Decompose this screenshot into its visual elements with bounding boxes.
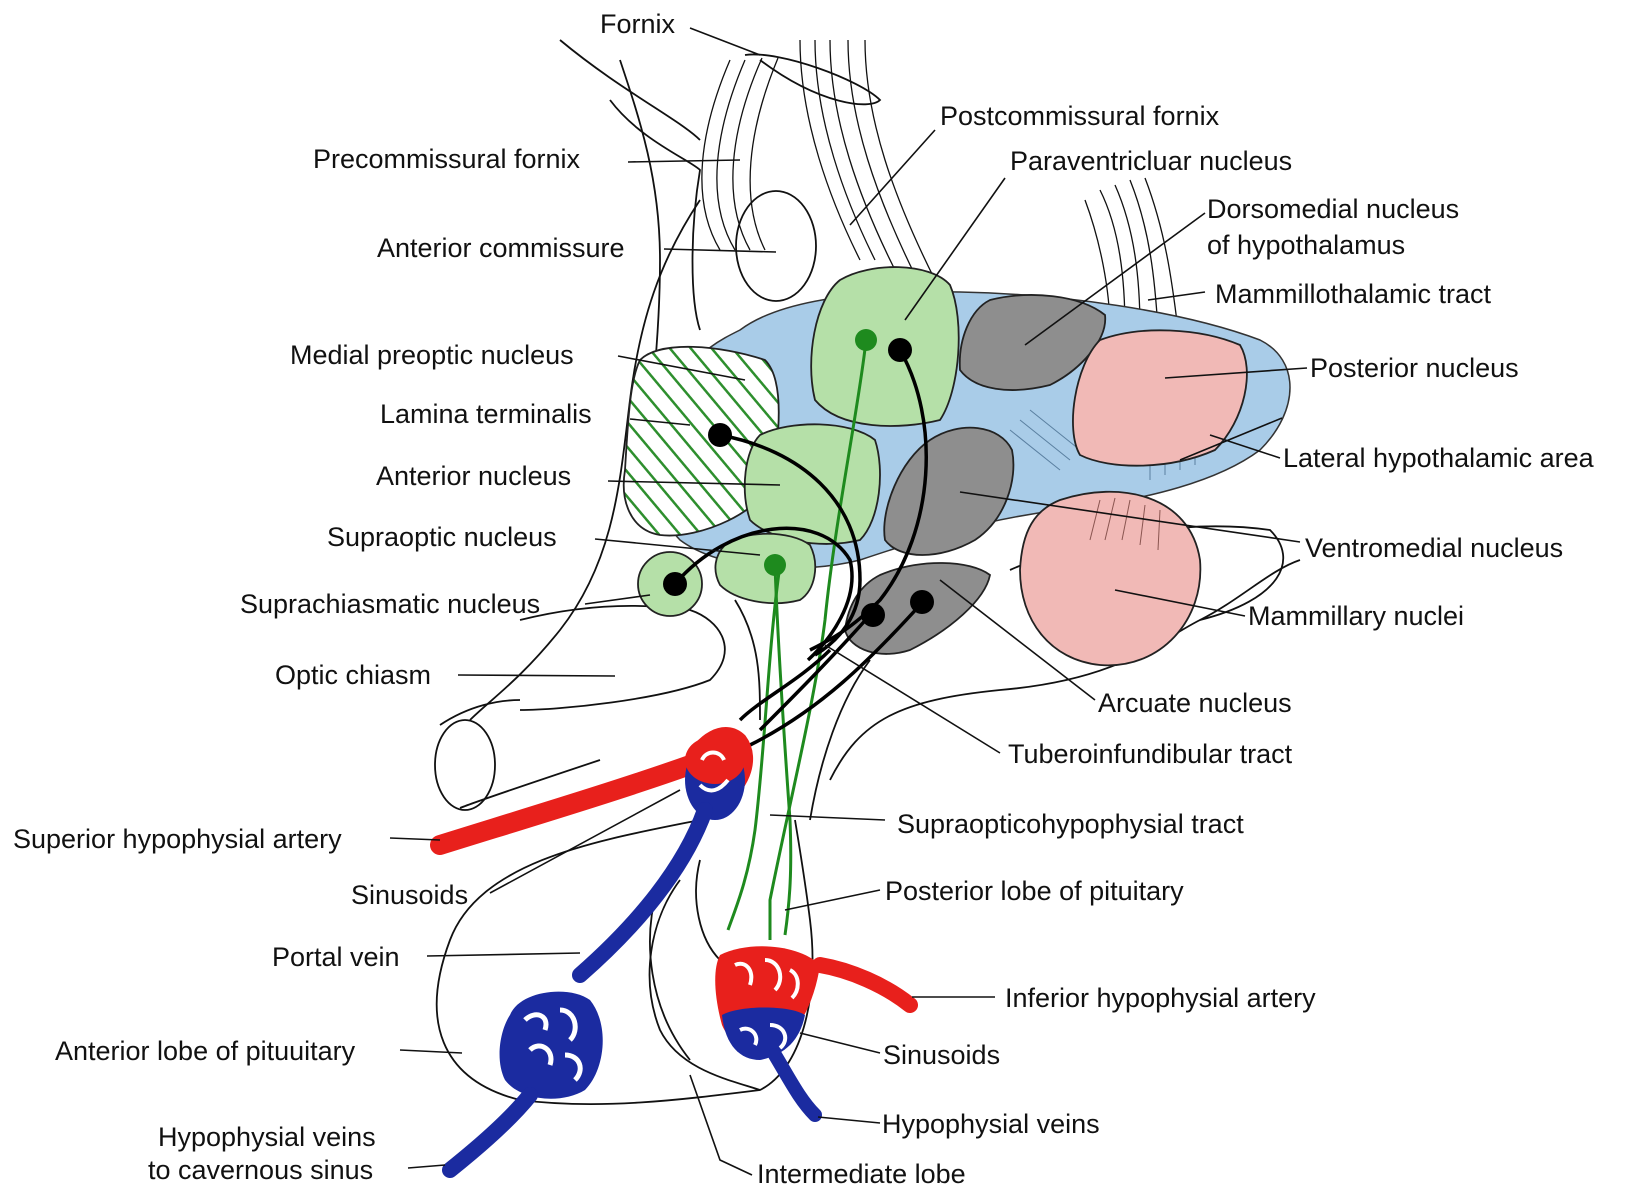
medial-preoptic-cell-body — [708, 423, 732, 447]
anterior-lobe-sinusoids — [500, 992, 603, 1099]
label-hypophysial-veins-right: Hypophysial veins — [882, 1109, 1100, 1139]
label-intermediate-lobe: Intermediate lobe — [757, 1159, 966, 1189]
paraventricular-cell-body — [855, 329, 877, 351]
label-arcuate-nucleus: Arcuate nucleus — [1098, 688, 1292, 718]
label-precommissural-fornix: Precommissural fornix — [313, 144, 581, 174]
label-superior-hypophysial-artery: Superior hypophysial artery — [13, 824, 342, 854]
label-lateral-hypothalamic-area: Lateral hypothalamic area — [1283, 443, 1595, 473]
label-inferior-hypophysial-artery: Inferior hypophysial artery — [1005, 983, 1316, 1013]
label-sinusoids-lower: Sinusoids — [883, 1040, 1000, 1070]
label-mammillothalamic-tract: Mammillothalamic tract — [1215, 279, 1492, 309]
label-supraoptic-nucleus: Supraoptic nucleus — [327, 522, 557, 552]
label-dorsomedial-nucleus-line2: of hypothalamus — [1207, 230, 1405, 260]
label-ventromedial-nucleus: Ventromedial nucleus — [1305, 533, 1563, 563]
label-anterior-nucleus: Anterior nucleus — [376, 461, 571, 491]
hypophysial-veins-to-cavernous-sinus — [450, 1095, 530, 1170]
lower-sinusoids — [715, 946, 820, 1060]
label-medial-preoptic-nucleus: Medial preoptic nucleus — [290, 340, 574, 370]
hypophysial-veins-right — [775, 1055, 815, 1115]
label-paraventricular-nucleus: Paraventricluar nucleus — [1010, 146, 1292, 176]
label-tuberoinfundibular-tract: Tuberoinfundibular tract — [1008, 739, 1293, 769]
label-posterior-nucleus: Posterior nucleus — [1310, 353, 1519, 383]
supraoptic-cell-body — [764, 554, 786, 576]
label-hypophysial-veins-left-line1: Hypophysial veins — [158, 1122, 376, 1152]
label-postcommissural-fornix: Postcommissural fornix — [940, 101, 1220, 131]
label-hypophysial-veins-left-line2: to cavernous sinus — [148, 1155, 373, 1185]
label-lamina-terminalis: Lamina terminalis — [380, 399, 592, 429]
paraventricular-nucleus — [811, 267, 959, 426]
label-optic-chiasm: Optic chiasm — [275, 660, 431, 690]
label-suprachiasmatic-nucleus: Suprachiasmatic nucleus — [240, 589, 540, 619]
suprachiasmatic-cell-body — [663, 572, 687, 596]
label-supraopticohypophysial-tract: Supraopticohypophysial tract — [897, 809, 1244, 839]
label-dorsomedial-nucleus-line1: Dorsomedial nucleus — [1207, 194, 1459, 224]
arcuate-cell-body-2 — [910, 590, 934, 614]
inferior-hypophysial-artery — [820, 965, 910, 1005]
arcuate-cell-body-1 — [861, 603, 885, 627]
label-fornix: Fornix — [600, 9, 676, 39]
label-portal-vein: Portal vein — [272, 942, 400, 972]
upper-sinusoids — [685, 736, 745, 820]
label-anterior-commissure: Anterior commissure — [377, 233, 625, 263]
label-mammillary-nuclei: Mammillary nuclei — [1248, 601, 1464, 631]
label-anterior-lobe: Anterior lobe of pituuitary — [55, 1036, 356, 1066]
label-sinusoids-upper: Sinusoids — [351, 880, 468, 910]
label-posterior-lobe: Posterior lobe of pituitary — [885, 876, 1184, 906]
paraventricular-black-cell-body — [888, 338, 912, 362]
